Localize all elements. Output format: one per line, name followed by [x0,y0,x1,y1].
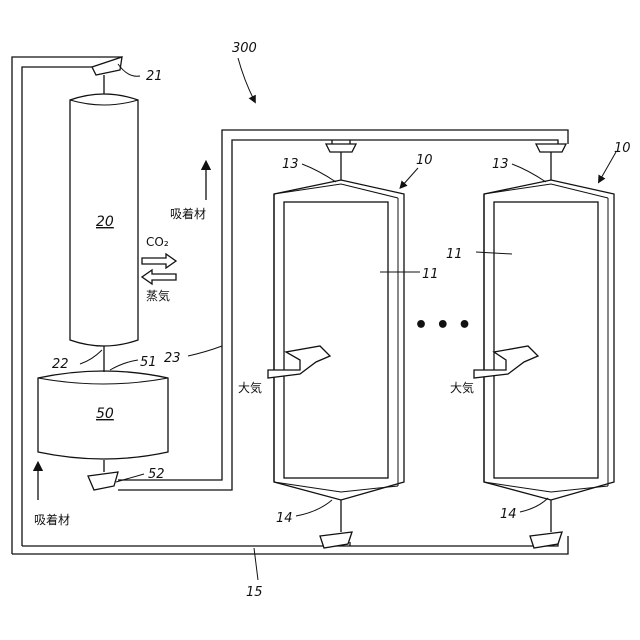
adsorption-unit-left [268,144,404,548]
label-unit-10-right: 10 [614,141,631,156]
ellipsis-more-units: • • • [414,313,472,338]
adsorption-unit-right [474,144,614,548]
bottom-valve-52 [88,472,118,490]
label-system-300: 300 [232,41,257,56]
label-steam: 蒸気 [146,288,170,303]
label-fitting-22: 22 [52,357,69,372]
label-air-left: 大気 [238,380,262,395]
label-valve-52: 52 [148,467,165,482]
arrow-unit-left [402,168,418,186]
label-pipe-23: 23 [164,351,181,366]
label-pipe-15: 15 [246,585,263,600]
label-bed-11-left: 11 [422,267,439,282]
top-fitting-21 [92,57,122,94]
label-fitting-14-left: 14 [276,511,293,526]
label-fitting-14-right: 14 [500,507,517,522]
leader-lines [80,64,548,580]
label-adsorbent-up: 吸着材 [170,206,206,221]
label-adsorbent-left: 吸着材 [34,512,70,527]
label-reactor-20: 20 [96,214,114,230]
label-unit-10-left: 10 [416,153,433,168]
label-air-right: 大気 [450,380,474,395]
label-fitting-13-right: 13 [492,157,509,172]
label-co2: CO₂ [146,235,169,249]
label-tank-50: 50 [96,406,114,422]
label-bed-11-right: 11 [446,247,463,262]
arrow-steam-in [142,270,176,284]
label-fitting-51: 51 [140,355,157,370]
arrow-unit-right [600,152,616,180]
label-fitting-21: 21 [146,69,163,84]
arrow-co2-out [142,254,176,268]
label-fitting-13-left: 13 [282,157,299,172]
arrow-system-300 [238,58,254,100]
